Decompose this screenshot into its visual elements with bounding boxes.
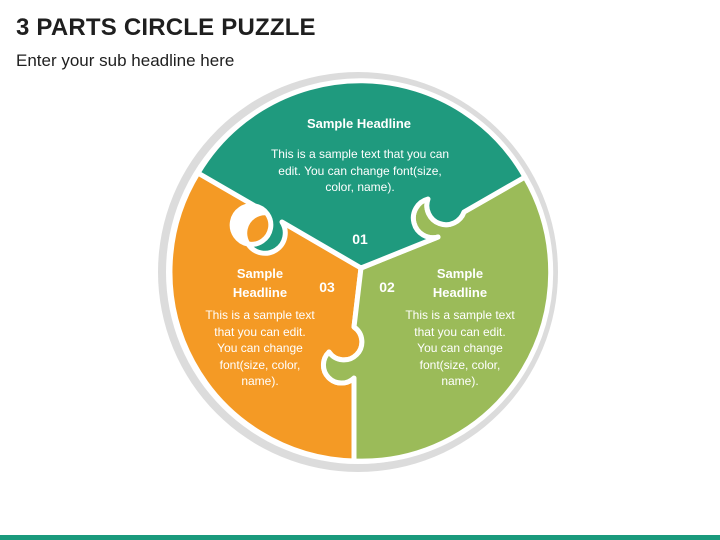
piece-3-number: 03 [319, 279, 335, 295]
piece-2-headline: Sample Headline [432, 266, 488, 300]
piece-1-text: This is a sample text that you can edit.… [270, 147, 450, 194]
piece-1-number: 01 [352, 231, 368, 247]
piece-3-text: This is a sample text that you can edit.… [205, 308, 315, 388]
puzzle-piece-top[interactable] [195, 78, 528, 271]
piece-2-number: 02 [379, 279, 395, 295]
bottom-accent-bar [0, 535, 720, 540]
piece-3-headline: Sample Headline [232, 266, 288, 300]
piece-2-text: This is a sample text that you can edit.… [405, 308, 515, 388]
piece-1-headline: Sample Headline [306, 116, 412, 131]
slide-subtitle: Enter your sub headline here [16, 51, 235, 70]
slide-title: 3 PARTS CIRCLE PUZZLE [16, 14, 316, 41]
